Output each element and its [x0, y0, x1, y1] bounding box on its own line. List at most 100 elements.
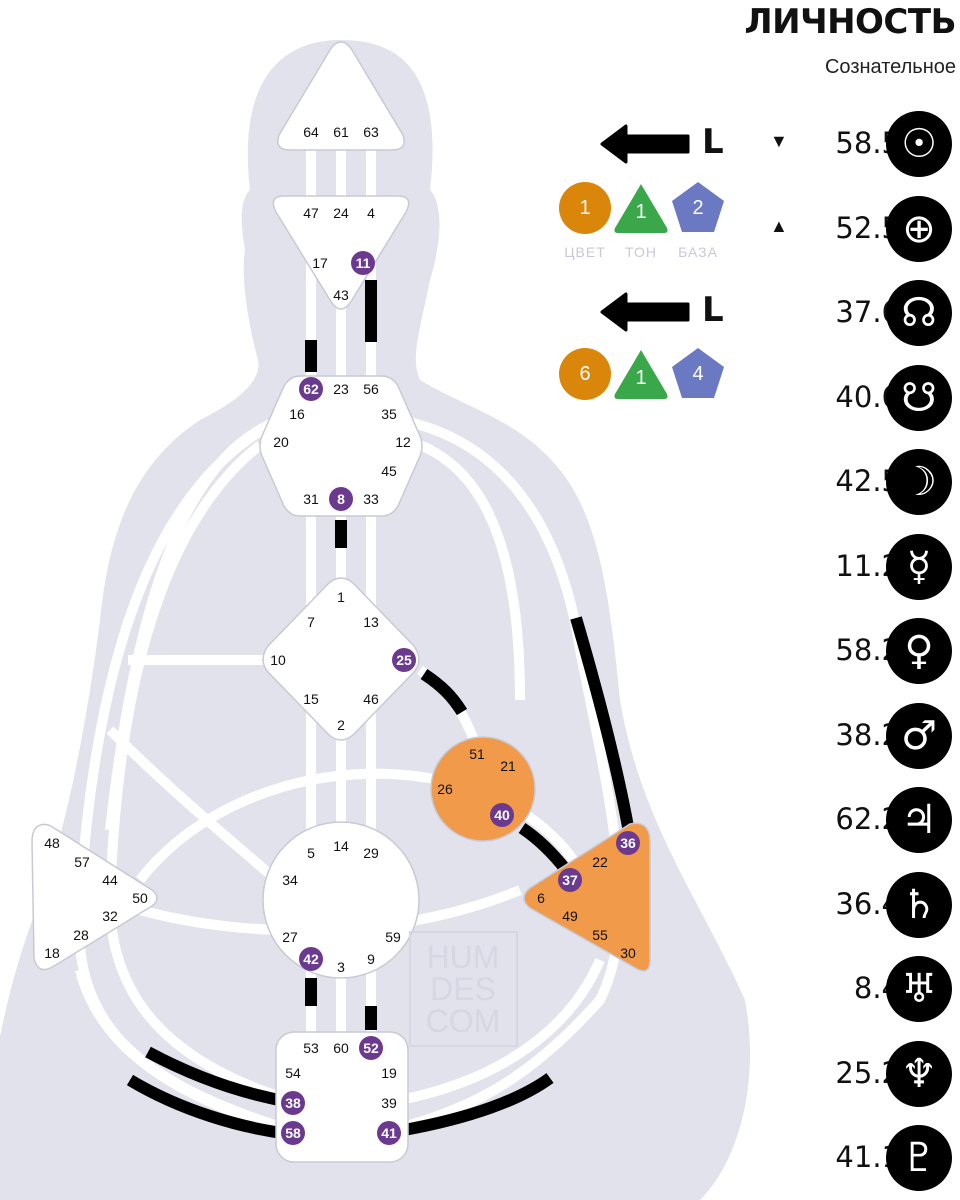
tone-badge-value: 1: [635, 367, 646, 389]
gate-60: 60: [333, 1040, 349, 1056]
gate-30: 30: [620, 945, 636, 961]
gate-57: 57: [74, 854, 90, 870]
moon-icon: ☽: [886, 449, 952, 515]
activation-row: 62.2♃: [760, 783, 960, 855]
gate-44: 44: [102, 872, 118, 888]
gate-2: 2: [337, 717, 345, 733]
watermark-line-3: COM: [426, 1003, 501, 1039]
gate-52: 52: [363, 1040, 379, 1056]
gate-62: 62: [303, 381, 319, 397]
gate-34: 34: [282, 872, 298, 888]
gate-48: 48: [44, 835, 60, 851]
gate-23: 23: [333, 381, 349, 397]
gate-42: 42: [303, 951, 319, 967]
gate-3: 3: [337, 959, 345, 975]
gate-8: 8: [337, 491, 345, 507]
activation-row: 40.6☋: [760, 361, 960, 433]
gate-6: 6: [537, 890, 545, 906]
gate-1: 1: [337, 589, 345, 605]
gate-41: 41: [381, 1125, 397, 1141]
activation-value: 52.5: [790, 211, 900, 245]
neptune-icon: ♆: [886, 1041, 952, 1107]
activation-value: 42.5: [790, 464, 900, 498]
gate-45: 45: [381, 463, 397, 479]
base-badge-value: 2: [692, 197, 703, 219]
gate-21: 21: [500, 758, 516, 774]
activation-row: 58.2♀: [760, 614, 960, 686]
activation-row: 36.4♄: [760, 868, 960, 940]
activation-value: 58.5: [790, 126, 900, 160]
activation-row: 11.2☿: [760, 530, 960, 602]
sun-icon: ☉: [886, 111, 952, 177]
venus-icon: ♀: [886, 618, 952, 684]
gate-25: 25: [396, 652, 412, 668]
activation-value: 8.4: [790, 971, 900, 1005]
gate-54: 54: [285, 1065, 301, 1081]
tone-badge-value: 1: [635, 201, 646, 223]
activation-row: 37.6☊: [760, 276, 960, 348]
watermark-line-1: HUM: [427, 939, 500, 975]
gate-56: 56: [363, 381, 379, 397]
color-label: ЦВЕТ: [564, 244, 606, 260]
gate-38: 38: [285, 1095, 301, 1111]
activation-value: 40.6: [790, 380, 900, 414]
left-arrow-icon: [600, 122, 700, 166]
activation-value: 25.2: [790, 1056, 900, 1090]
gate-61: 61: [333, 124, 349, 140]
activation-value: 11.2: [790, 549, 900, 583]
gate-7: 7: [307, 614, 315, 630]
gate-53: 53: [303, 1040, 319, 1056]
gate-50: 50: [132, 890, 148, 906]
activation-row: 41.1♇: [760, 1121, 960, 1193]
tone-label: ТОН: [625, 244, 657, 260]
activation-row: ▲52.5⊕: [760, 192, 960, 264]
gate-43: 43: [333, 287, 349, 303]
gate-22: 22: [592, 854, 608, 870]
gate-58: 58: [285, 1125, 301, 1141]
gate-17: 17: [312, 255, 328, 271]
activation-row: 42.5☽: [760, 445, 960, 517]
gate-4: 4: [367, 205, 375, 221]
gate-14: 14: [333, 838, 349, 854]
gate-18: 18: [44, 945, 60, 961]
gate-19: 19: [381, 1065, 397, 1081]
activation-row: 8.4♅: [760, 952, 960, 1024]
gate-35: 35: [381, 406, 397, 422]
gate-59: 59: [385, 929, 401, 945]
base-badge-value: 4: [692, 363, 703, 385]
variable-letter: L: [702, 122, 724, 162]
activation-value: 38.2: [790, 718, 900, 752]
uranus-icon: ♅: [886, 956, 952, 1022]
gate-28: 28: [73, 927, 89, 943]
pluto-icon: ♇: [886, 1125, 952, 1191]
activation-row: 38.2♂: [760, 699, 960, 771]
direction-arrow-icon: ▼: [770, 131, 788, 152]
variable-badges: 1 1 2 ЦВЕТ ТОН БАЗА 6 1 4: [550, 170, 730, 410]
gate-9: 9: [367, 951, 375, 967]
gate-11: 11: [356, 255, 371, 271]
gate-63: 63: [363, 124, 379, 140]
gate-39: 39: [381, 1095, 397, 1111]
earth-icon: ⊕: [886, 196, 952, 262]
variable-arrow-1: L: [600, 122, 730, 166]
gate-36: 36: [620, 835, 636, 851]
activation-value: 37.6: [790, 295, 900, 329]
gate-24: 24: [333, 205, 349, 221]
color-badge-value: 6: [579, 363, 590, 385]
color-badge-value: 1: [579, 197, 590, 219]
activation-value: 36.4: [790, 887, 900, 921]
base-label: БАЗА: [678, 244, 718, 260]
activation-value: 62.2: [790, 802, 900, 836]
gate-37: 37: [562, 872, 578, 888]
gate-15: 15: [303, 691, 319, 707]
activation-value: 58.2: [790, 633, 900, 667]
gate-64: 64: [303, 124, 319, 140]
page-subtitle: Сознательное: [825, 56, 956, 79]
activation-row: 25.2♆: [760, 1037, 960, 1109]
gate-20: 20: [273, 434, 289, 450]
gate-5: 5: [307, 845, 315, 861]
page-title: ЛИЧНОСТЬ: [744, 2, 956, 42]
activation-value: 41.1: [790, 1140, 900, 1174]
gate-27: 27: [282, 929, 298, 945]
south-node-icon: ☋: [886, 365, 952, 431]
